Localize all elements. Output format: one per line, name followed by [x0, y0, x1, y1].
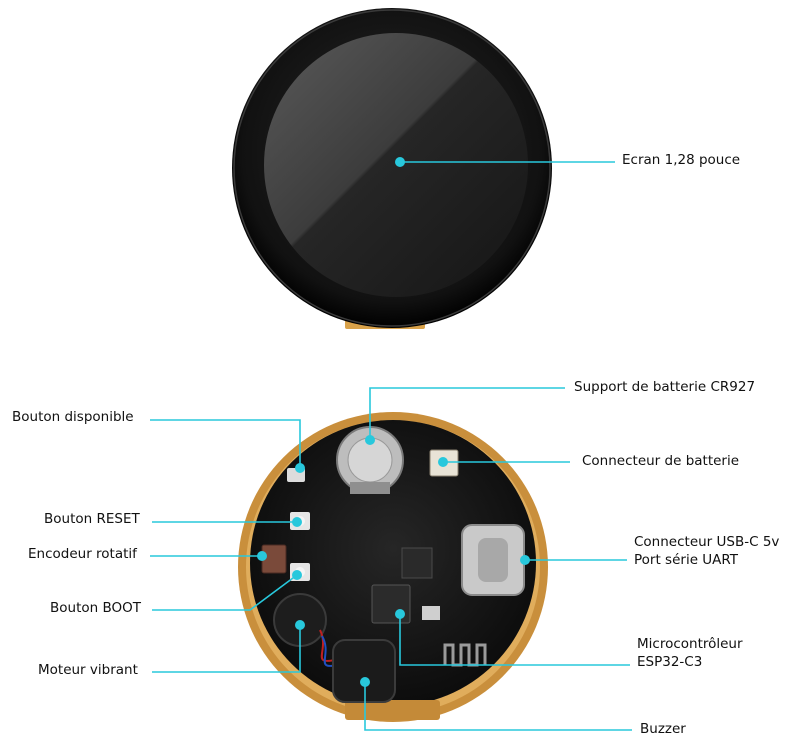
line-battery-holder	[369, 387, 565, 440]
label-battery-holder: Support de batterie CR927	[574, 379, 756, 395]
usb-c-port-inner	[478, 538, 508, 582]
dot-button-reset	[292, 517, 302, 527]
dot-button-boot	[292, 570, 302, 580]
label-screen: Ecran 1,28 pouce	[622, 152, 741, 168]
label-usb-line1: Connecteur USB-C 5v	[634, 534, 780, 550]
dot-battery-connector	[438, 457, 448, 467]
battery-holder-clip	[350, 482, 390, 494]
line-vibration-motor	[152, 625, 301, 673]
motor-wires	[319, 629, 336, 662]
dot-screen	[395, 157, 405, 167]
round-display	[232, 8, 552, 329]
line-button-boot	[152, 574, 298, 611]
dot-button-available	[295, 463, 305, 473]
label-buzzer: Buzzer	[640, 721, 686, 737]
mcu-chip	[371, 584, 411, 624]
ic-chip	[401, 547, 433, 579]
line-button-available	[150, 419, 301, 468]
pcb-bottom-flex	[345, 700, 440, 720]
dot-vibration-motor	[295, 620, 305, 630]
antenna-trace	[443, 643, 487, 667]
label-vibration-motor: Moteur vibrant	[38, 662, 138, 678]
line-buzzer	[364, 682, 632, 731]
label-usb-line2: Port série UART	[634, 552, 739, 568]
crystal	[422, 606, 440, 620]
dot-usb	[520, 555, 530, 565]
buzzer-part	[332, 639, 396, 703]
callout-lines	[150, 161, 632, 731]
label-mcu-line2: ESP32-C3	[637, 654, 703, 670]
label-button-reset: Bouton RESET	[44, 511, 140, 527]
label-rotary-encoder: Encodeur rotatif	[28, 546, 137, 562]
dot-rotary-encoder	[257, 551, 267, 561]
display-rim	[233, 9, 551, 327]
dot-mcu	[395, 609, 405, 619]
line-mcu	[399, 614, 630, 666]
dot-buzzer	[360, 677, 370, 687]
label-button-available: Bouton disponible	[12, 409, 134, 425]
pcb-board	[238, 412, 548, 722]
dot-battery-holder	[365, 435, 375, 445]
label-mcu-line1: Microcontrôleur	[637, 636, 743, 652]
anchor-dots	[257, 157, 530, 687]
label-button-boot: Bouton BOOT	[50, 600, 141, 616]
label-battery-connector: Connecteur de batterie	[582, 453, 740, 469]
